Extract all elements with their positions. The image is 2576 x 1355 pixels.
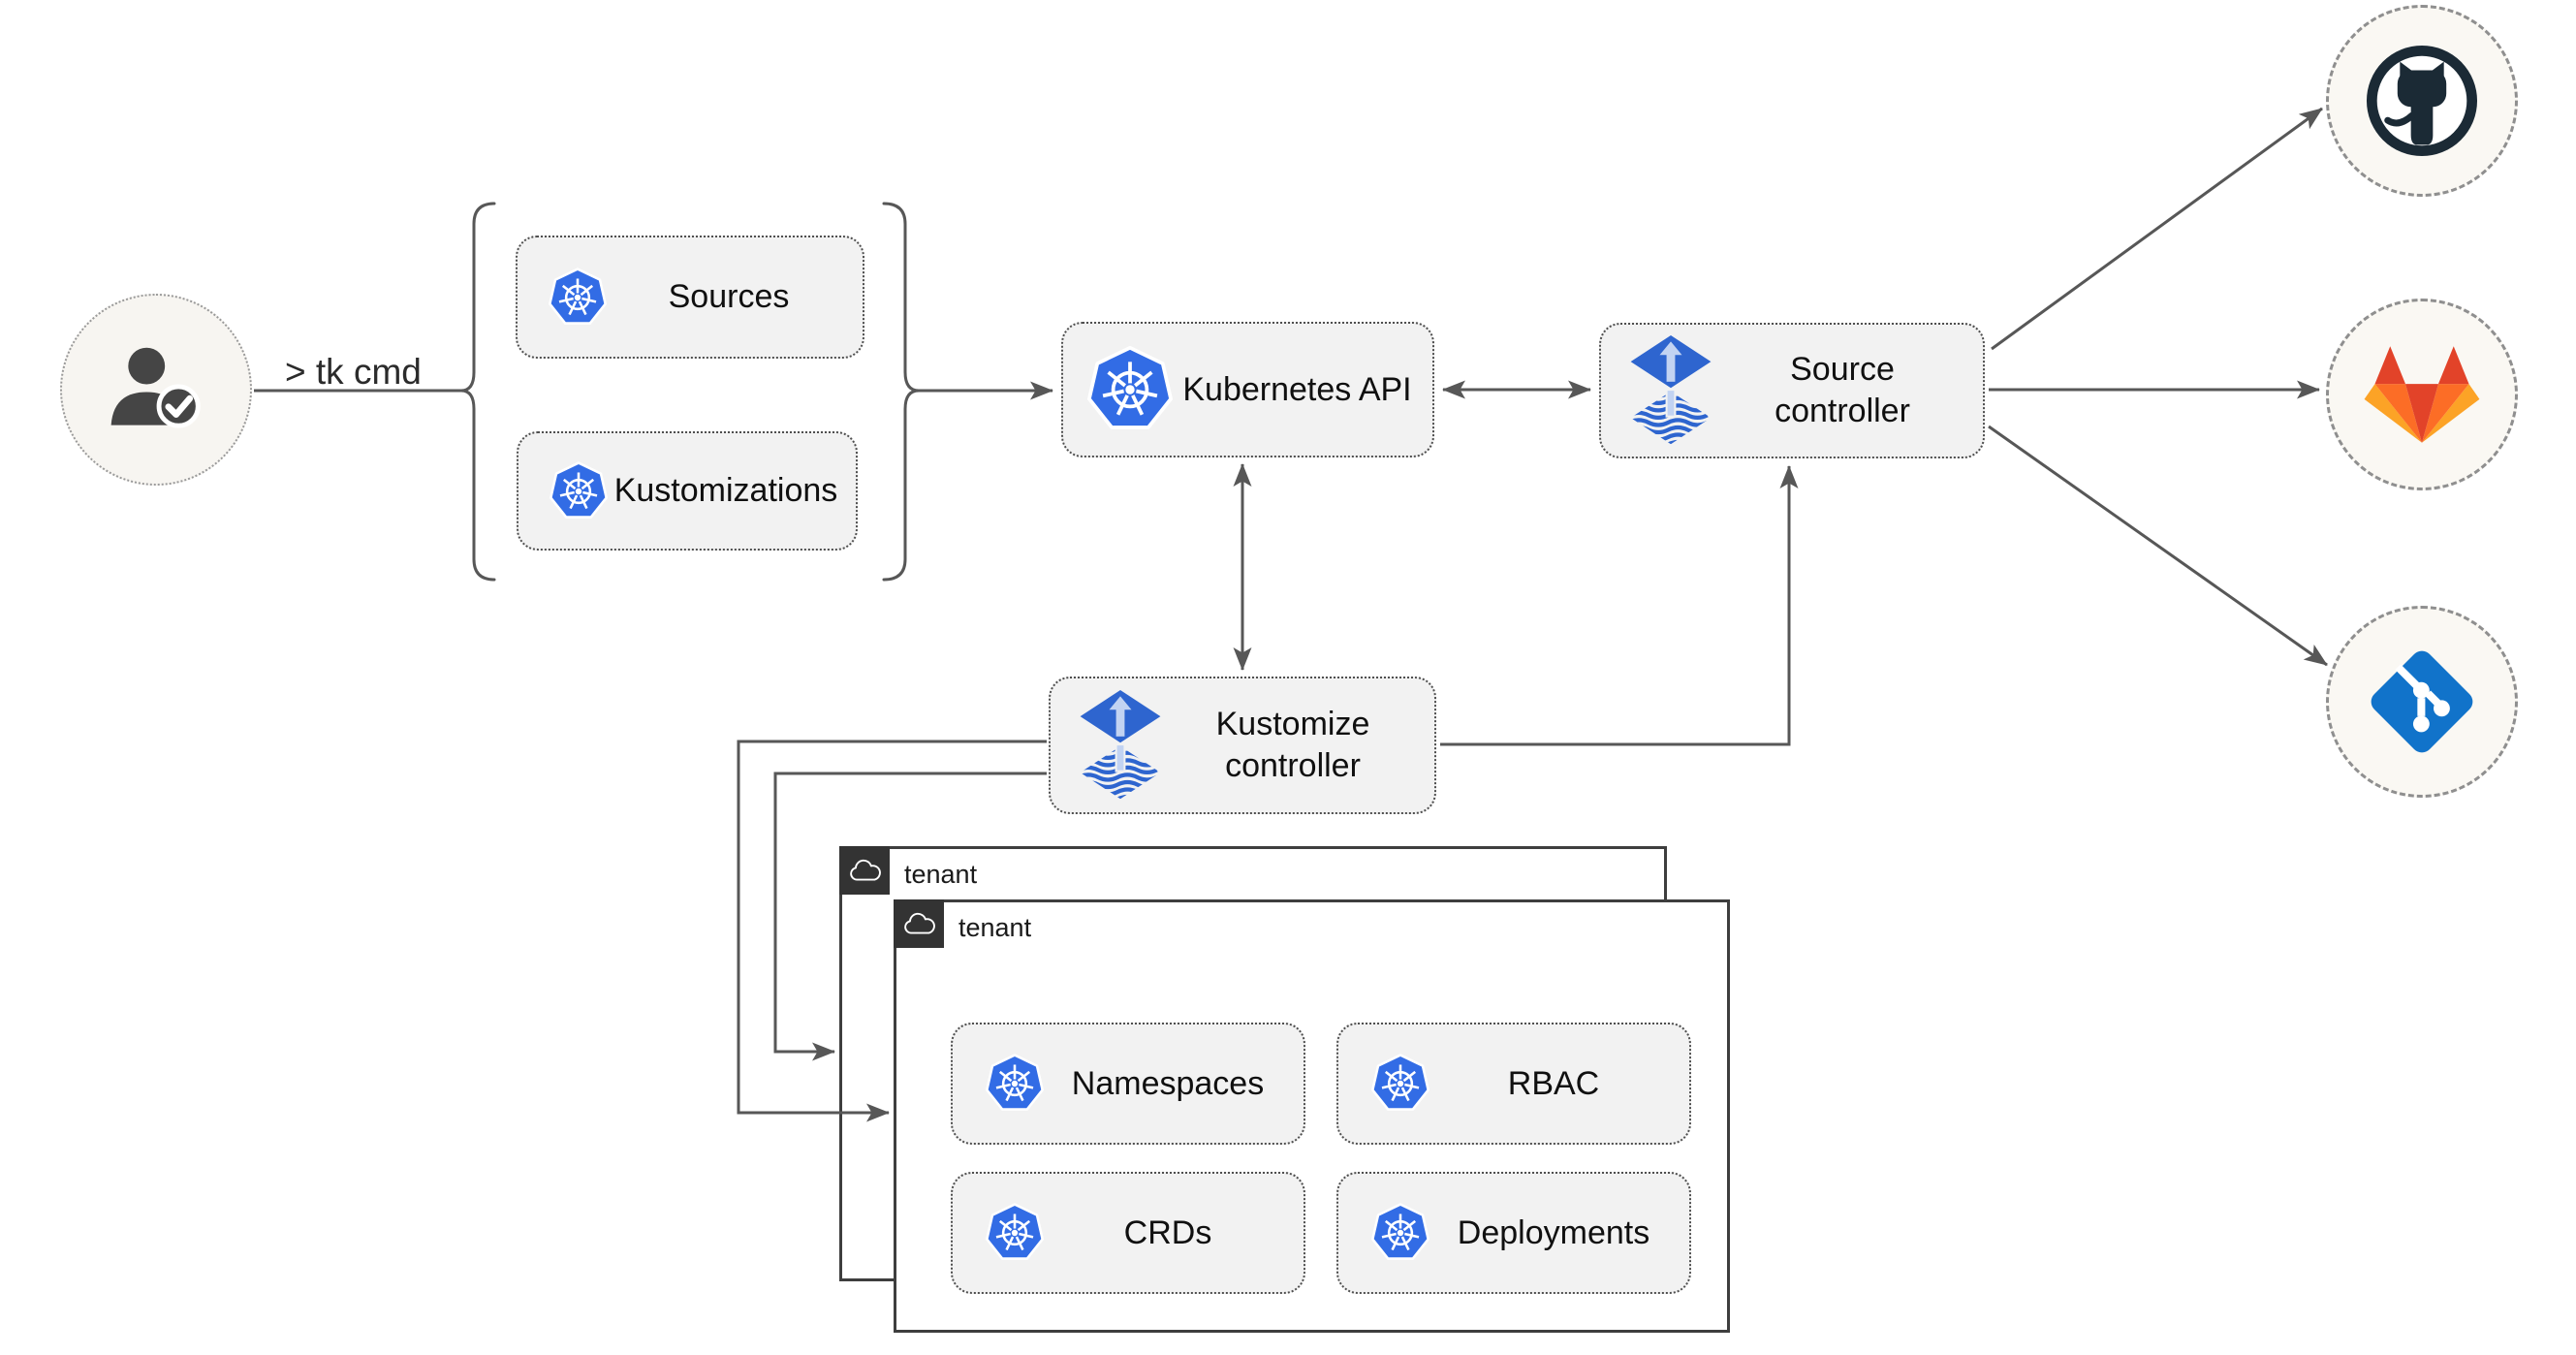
group-brace-right bbox=[882, 202, 920, 582]
arrow-kustomize-to-source-controller bbox=[1440, 465, 1799, 746]
rbac-node: RBAC bbox=[1336, 1023, 1691, 1145]
kubernetes-icon bbox=[1369, 1202, 1431, 1264]
node-label: Sources bbox=[668, 278, 790, 316]
tenant-window-front: tenant Namespaces RBAC CRDs Deployments bbox=[894, 899, 1730, 1333]
tenant-window-front-title: tenant bbox=[958, 913, 1032, 942]
kubernetes-icon bbox=[1369, 1053, 1431, 1115]
group-brace-left bbox=[460, 202, 496, 582]
arrow-source-to-git bbox=[1988, 425, 2328, 667]
node-label: RBAC bbox=[1507, 1064, 1600, 1102]
node-label: Namespaces bbox=[1071, 1064, 1265, 1102]
github-repo bbox=[2326, 5, 2518, 197]
node-label: Deployments bbox=[1457, 1213, 1650, 1251]
flux-icon bbox=[1076, 689, 1165, 802]
kubernetes-api-node: Kubernetes API bbox=[1061, 322, 1434, 457]
node-label: Kubernetes API bbox=[1182, 370, 1412, 408]
cloud-icon bbox=[902, 909, 935, 938]
node-label: Kustomizations bbox=[613, 472, 838, 510]
arrow-source-to-github bbox=[1991, 107, 2323, 351]
cli-command-label: > tk cmd bbox=[285, 352, 422, 392]
github-octocat-icon bbox=[2361, 40, 2483, 162]
tenant-tab-back bbox=[839, 846, 890, 895]
tenant-window-back-title: tenant bbox=[904, 860, 978, 889]
kubernetes-icon bbox=[1084, 344, 1176, 435]
user-avatar bbox=[60, 294, 252, 486]
kubernetes-icon bbox=[984, 1202, 1046, 1264]
sources-node: Sources bbox=[516, 236, 864, 359]
gitlab-fox-icon bbox=[2363, 339, 2481, 450]
cloud-icon bbox=[848, 856, 881, 885]
git-repo bbox=[2326, 606, 2518, 798]
kubernetes-icon bbox=[547, 267, 609, 329]
gitlab-repo bbox=[2326, 299, 2518, 490]
kubernetes-icon bbox=[984, 1053, 1046, 1115]
kubernetes-icon bbox=[548, 460, 610, 522]
crds-node: CRDs bbox=[951, 1172, 1305, 1294]
flux-icon bbox=[1626, 334, 1715, 447]
deployments-node: Deployments bbox=[1336, 1172, 1691, 1294]
kustomizations-node: Kustomizations bbox=[517, 431, 858, 551]
tenant-tab-front bbox=[894, 899, 944, 948]
person-check-icon bbox=[97, 331, 215, 449]
git-diamond-icon bbox=[2362, 642, 2482, 762]
node-label: CRDs bbox=[1123, 1213, 1212, 1251]
namespaces-node: Namespaces bbox=[951, 1023, 1305, 1145]
